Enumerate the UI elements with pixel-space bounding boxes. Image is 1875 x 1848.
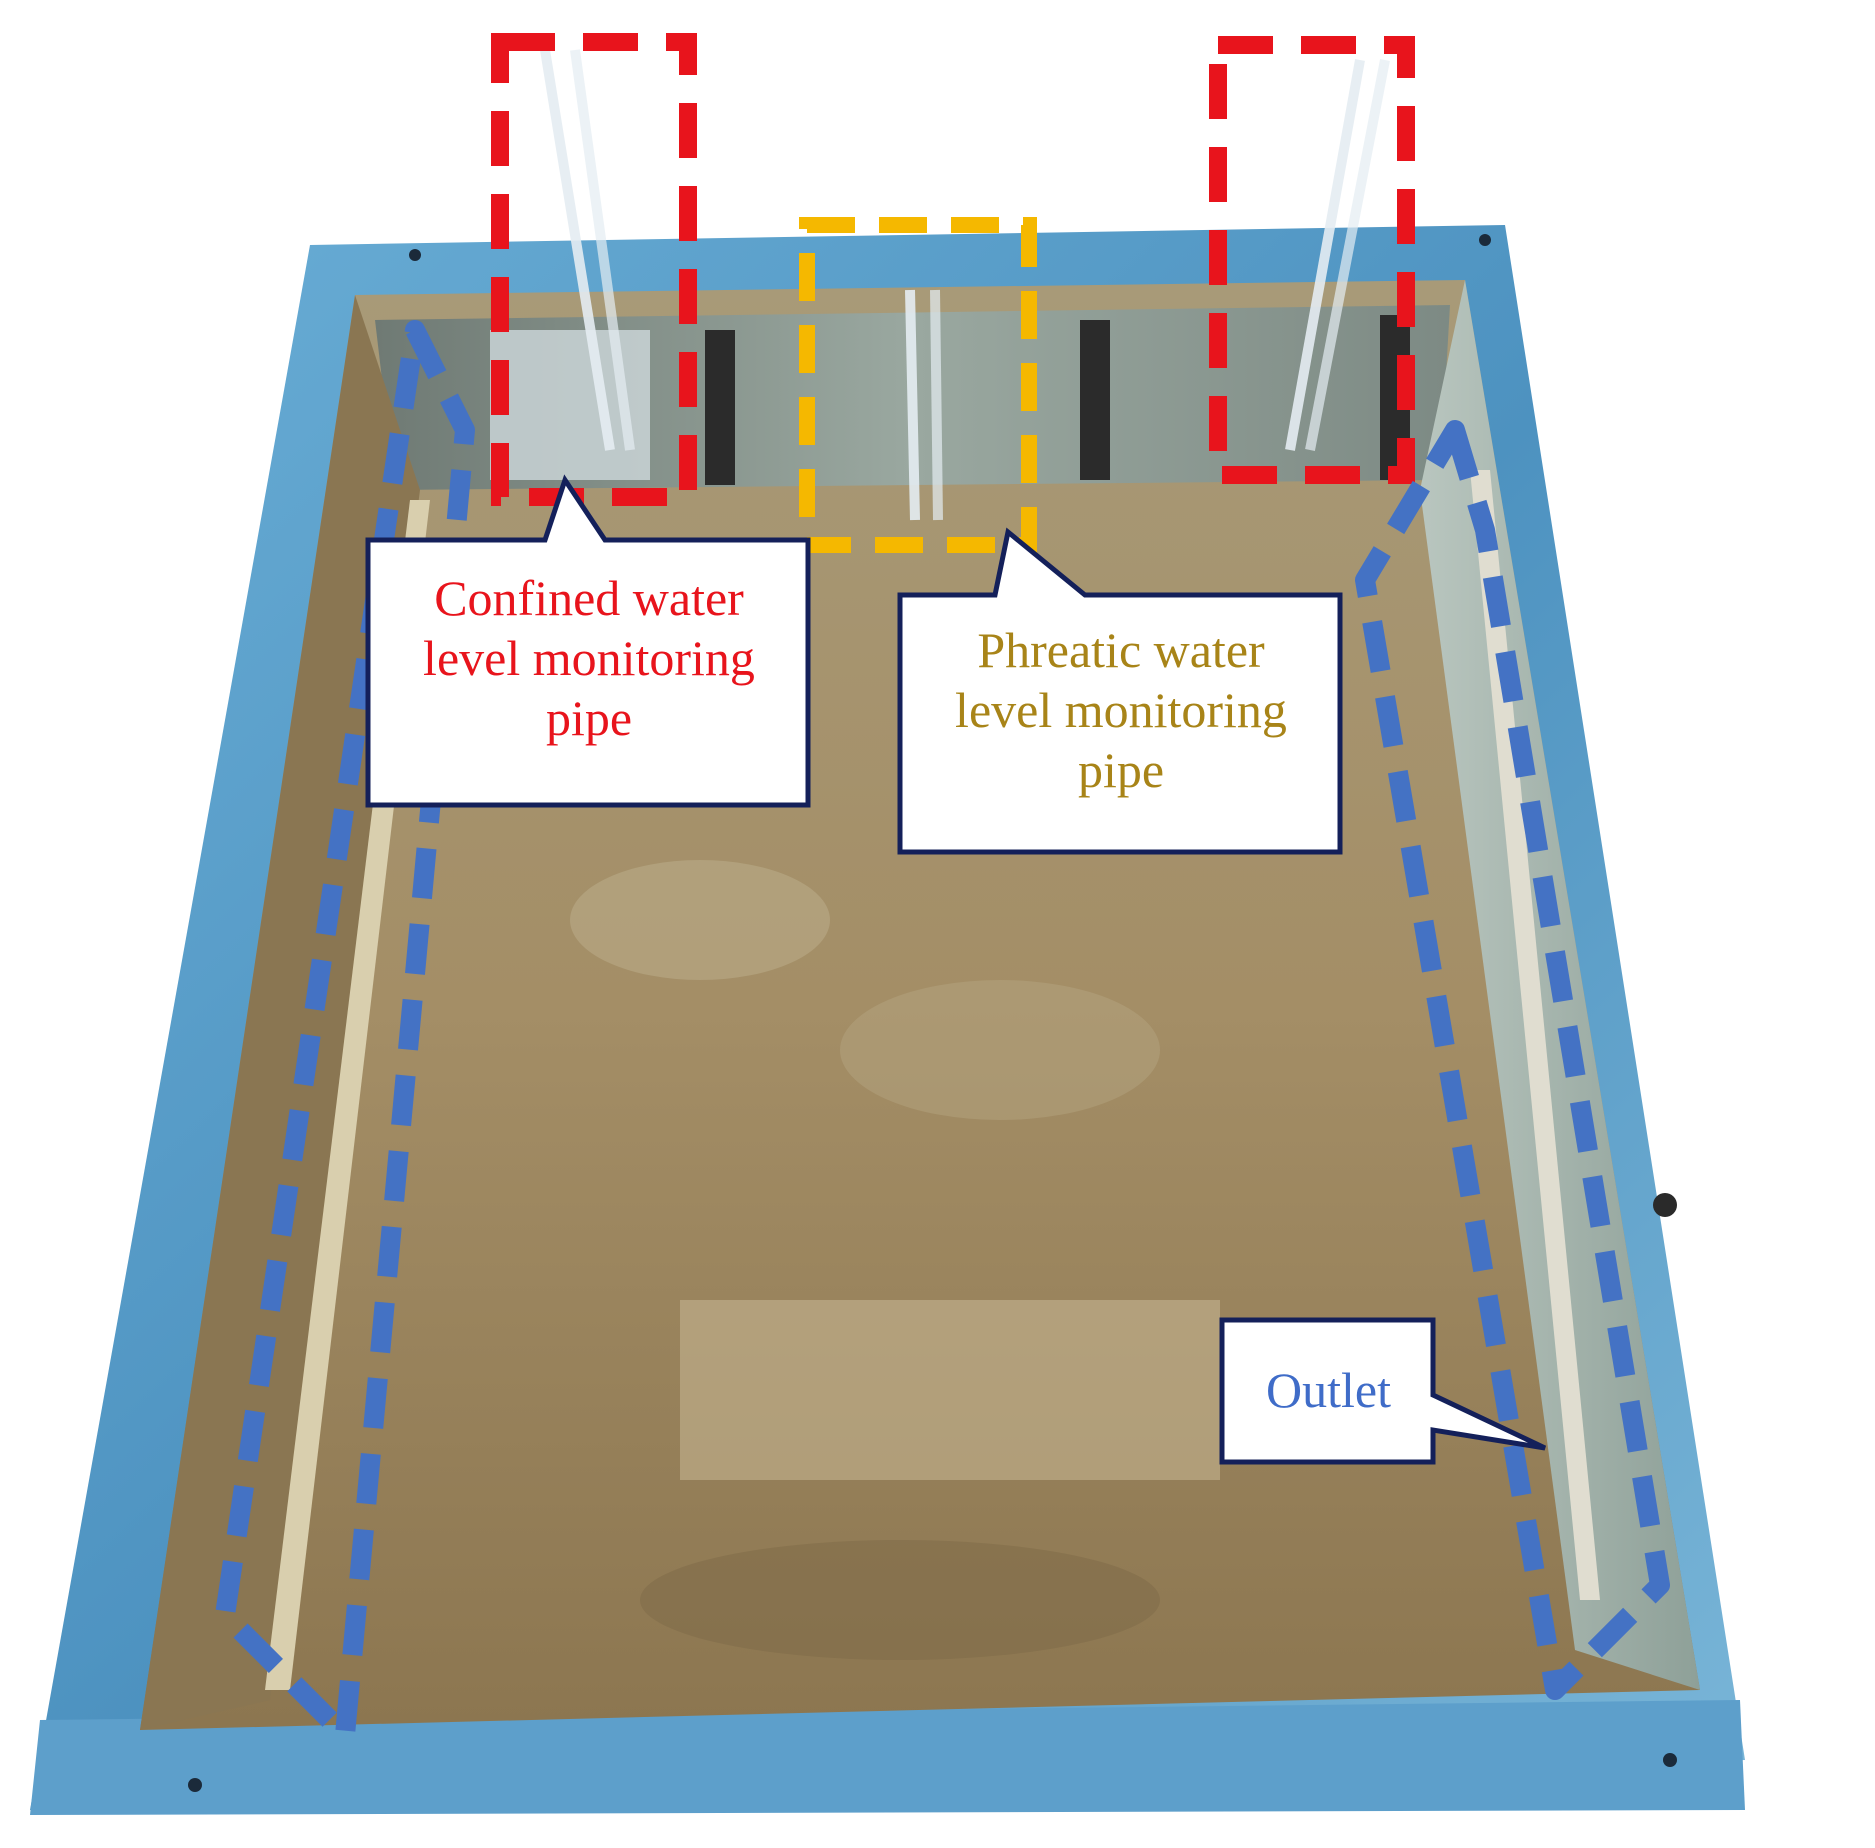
confined-pipe-box-left [491, 33, 697, 506]
outlet-box-right [1355, 420, 1670, 1700]
confined-callout-label: Confined water level monitoring pipe [423, 570, 755, 746]
phreatic-callout-label: Phreatic water level monitoring pipe [955, 622, 1287, 798]
phreatic-pipe-box [799, 217, 1037, 553]
phreatic-callout [897, 527, 1343, 855]
outlet-callout [1219, 1317, 1547, 1465]
outlet-callout-label: Outlet [1266, 1362, 1391, 1418]
tank-interior [140, 280, 1700, 1730]
outlet-box-left [215, 320, 475, 1745]
confined-callout [365, 474, 811, 808]
monitoring-pipes [540, 49, 1390, 521]
confined-pipe-box-right [1209, 36, 1415, 484]
